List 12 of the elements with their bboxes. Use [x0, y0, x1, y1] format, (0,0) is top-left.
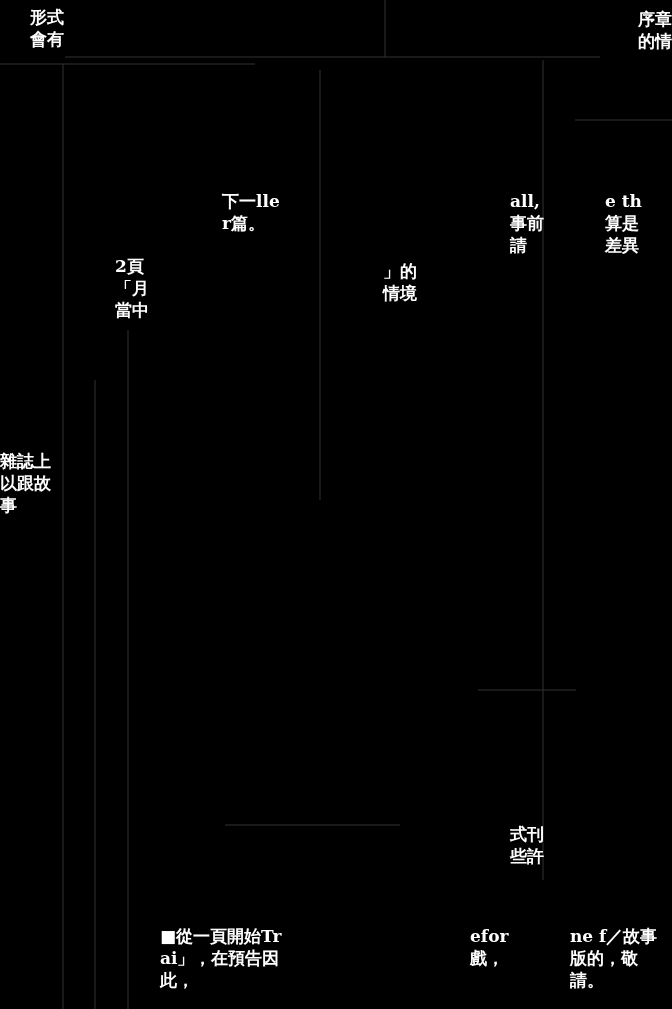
text-fragment: 」的情境 [383, 260, 418, 304]
text-fragment: 2頁「月當中 [115, 255, 150, 321]
text-fragment: 雜誌上以跟故事 [0, 450, 52, 516]
text-fragment: ■從一頁開始Trai」，在預告因此， [160, 925, 283, 991]
text-fragment: ne f／故事版的，敬請。 [570, 925, 659, 991]
text-fragment: efor戲， [470, 925, 510, 969]
text-fragment: 序章的情 [638, 8, 672, 52]
text-fragment: 式刊些許 [510, 823, 545, 867]
text-fragment: 下一ller篇。 [222, 190, 281, 234]
text-fragment: 形式會有 [30, 6, 65, 50]
text-fragment: e th算是差異 [605, 190, 643, 256]
text-fragment: all,事前請 [510, 190, 545, 256]
